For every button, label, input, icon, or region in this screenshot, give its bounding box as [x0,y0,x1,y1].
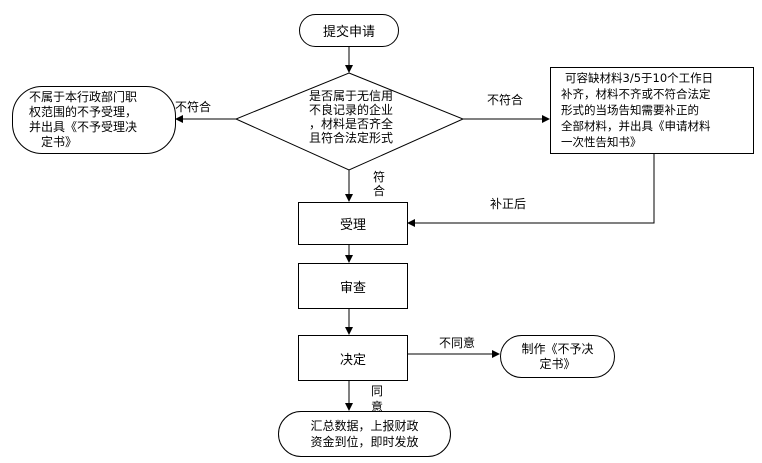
submit-application-node: 提交申请 [299,14,399,47]
supplement-line: 形式的当场告知需要补正的 [561,103,699,117]
edge-label-left-not-match: 不符合 [175,100,212,114]
decision-label: 决定 [339,352,366,368]
supplement-line: 补齐，材料不齐或不符合法定 [561,87,711,101]
check-line: 是否属于无信用 [308,89,393,103]
supplement-notice-node: 可容缺材料3/5于10个工作日 补齐，材料不齐或不符合法定 形式的当场告知需要补… [550,67,754,154]
check-line: 且符合法定形式 [308,131,393,145]
accept-label: 受理 [339,218,366,233]
accept-node: 受理 [298,202,408,245]
not-in-scope-node: 不属于本行政部门职 权范围的不予受理， 并出具《不予受理决 定书》 [12,86,176,154]
not-in-scope-line: 并出具《不予受理决 [29,120,138,134]
edge-label-match: 符 合 [373,170,385,198]
finish-node: 汇总数据，上报财政 资金到位，即时发放 [278,411,451,457]
check-line: 不良记录的企业 [308,103,393,117]
reject-doc-node: 制作《不予决 定书》 [500,335,615,378]
review-node: 审查 [298,263,408,309]
arrow-supplement-to-accept [407,153,655,227]
review-label: 审查 [339,280,366,296]
edge-label-after-correction: 补正后 [490,197,527,211]
supplement-line: 可容缺材料3/5于10个工作日 [565,71,714,85]
edge-label-agree-line: 意 [371,400,384,414]
submit-application-label: 提交申请 [322,25,375,40]
not-in-scope-line: 定书》 [41,135,78,149]
edge-label-match-line: 合 [373,184,386,198]
edge-label-right-not-match: 不符合 [487,93,524,107]
edge-label-agree-line: 同 [371,384,384,398]
edge-label-match-line: 符 [373,170,386,184]
not-in-scope-line: 不属于本行政部门职 [29,90,138,104]
reject-doc-line: 定书》 [539,356,576,371]
supplement-line: 全部材料，并出具《申请材料 [561,119,711,133]
reject-doc-line: 制作《不予决 [521,341,594,356]
finish-line: 资金到位，即时发放 [310,435,419,449]
check-line: ，材料是否齐全 [308,117,393,131]
not-in-scope-line: 权范围的不予受理， [29,105,138,119]
finish-line: 汇总数据，上报财政 [310,419,419,433]
supplement-line: 一次性告知书》 [561,135,642,149]
decision-node: 决定 [298,335,408,381]
edge-label-disagree: 不同意 [439,336,476,350]
edge-label-agree: 同 意 [371,383,383,415]
check-diamond-text: 是否属于无信用 不良记录的企业 ，材料是否齐全 且符合法定形式 [296,89,406,145]
